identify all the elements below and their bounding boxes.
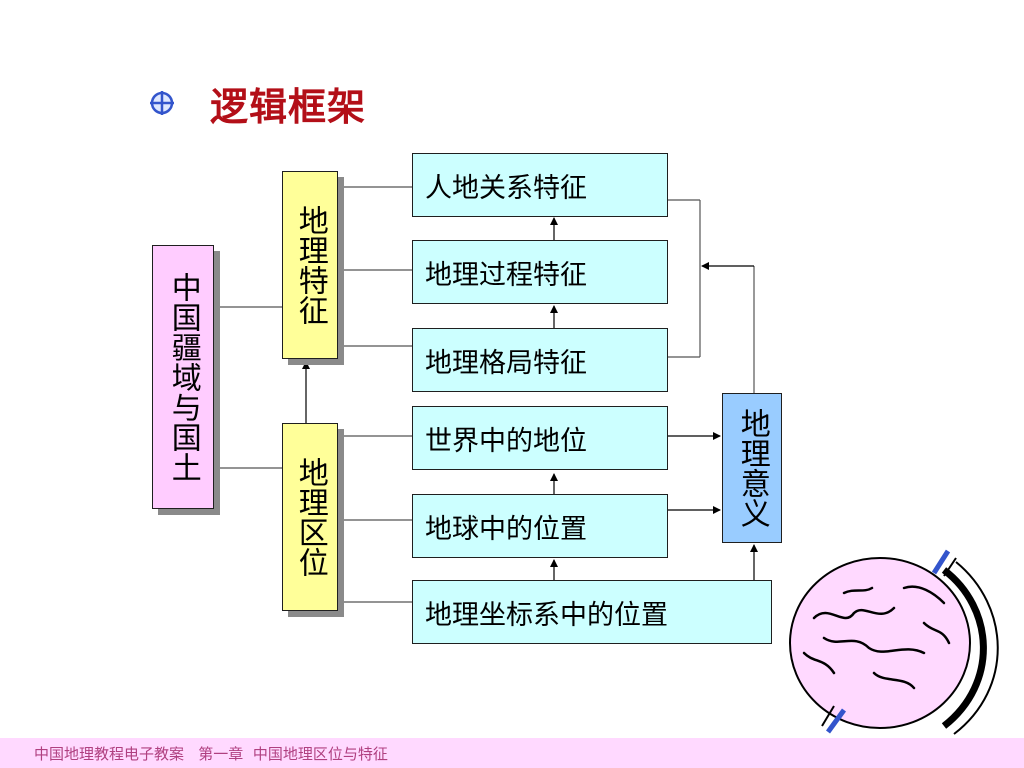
location-item-label: 地球中的位置 xyxy=(425,513,587,545)
location-item-box: 地理坐标系中的位置 xyxy=(412,580,772,644)
feature-item-box: 地理过程特征 xyxy=(412,240,668,304)
location-item-box: 世界中的地位 xyxy=(412,406,668,470)
feature-item-box: 人地关系特征 xyxy=(412,153,668,217)
feature-group-box: 地理特征 xyxy=(282,171,338,359)
feature-item-label: 人地关系特征 xyxy=(425,172,587,204)
location-group-label: 地理区位 xyxy=(292,457,328,577)
scope-box-label: 中国疆域与国土 xyxy=(165,272,201,482)
location-item-label: 地理坐标系中的位置 xyxy=(425,599,668,631)
globe-icon xyxy=(789,549,999,735)
page-title: 逻辑框架 xyxy=(210,84,367,129)
footer-bar: 中国地理教程电子教案 第一章 中国地理区位与特征 xyxy=(0,738,1024,768)
bullet-target-icon xyxy=(150,91,174,115)
feature-item-box: 地理格局特征 xyxy=(412,328,668,392)
location-item-label: 世界中的地位 xyxy=(425,425,587,457)
location-group-box: 地理区位 xyxy=(282,423,338,611)
significance-label: 地理意义 xyxy=(734,408,770,528)
scope-box: 中国疆域与国土 xyxy=(152,245,214,509)
feature-item-label: 地理格局特征 xyxy=(425,347,587,379)
location-item-box: 地球中的位置 xyxy=(412,494,668,558)
footer-text: 中国地理教程电子教案 第一章 中国地理区位与特征 xyxy=(34,745,388,763)
feature-group-label: 地理特征 xyxy=(292,205,328,325)
title-row: 逻辑框架 xyxy=(148,78,367,129)
significance-box: 地理意义 xyxy=(722,393,782,543)
feature-item-label: 地理过程特征 xyxy=(425,259,587,291)
